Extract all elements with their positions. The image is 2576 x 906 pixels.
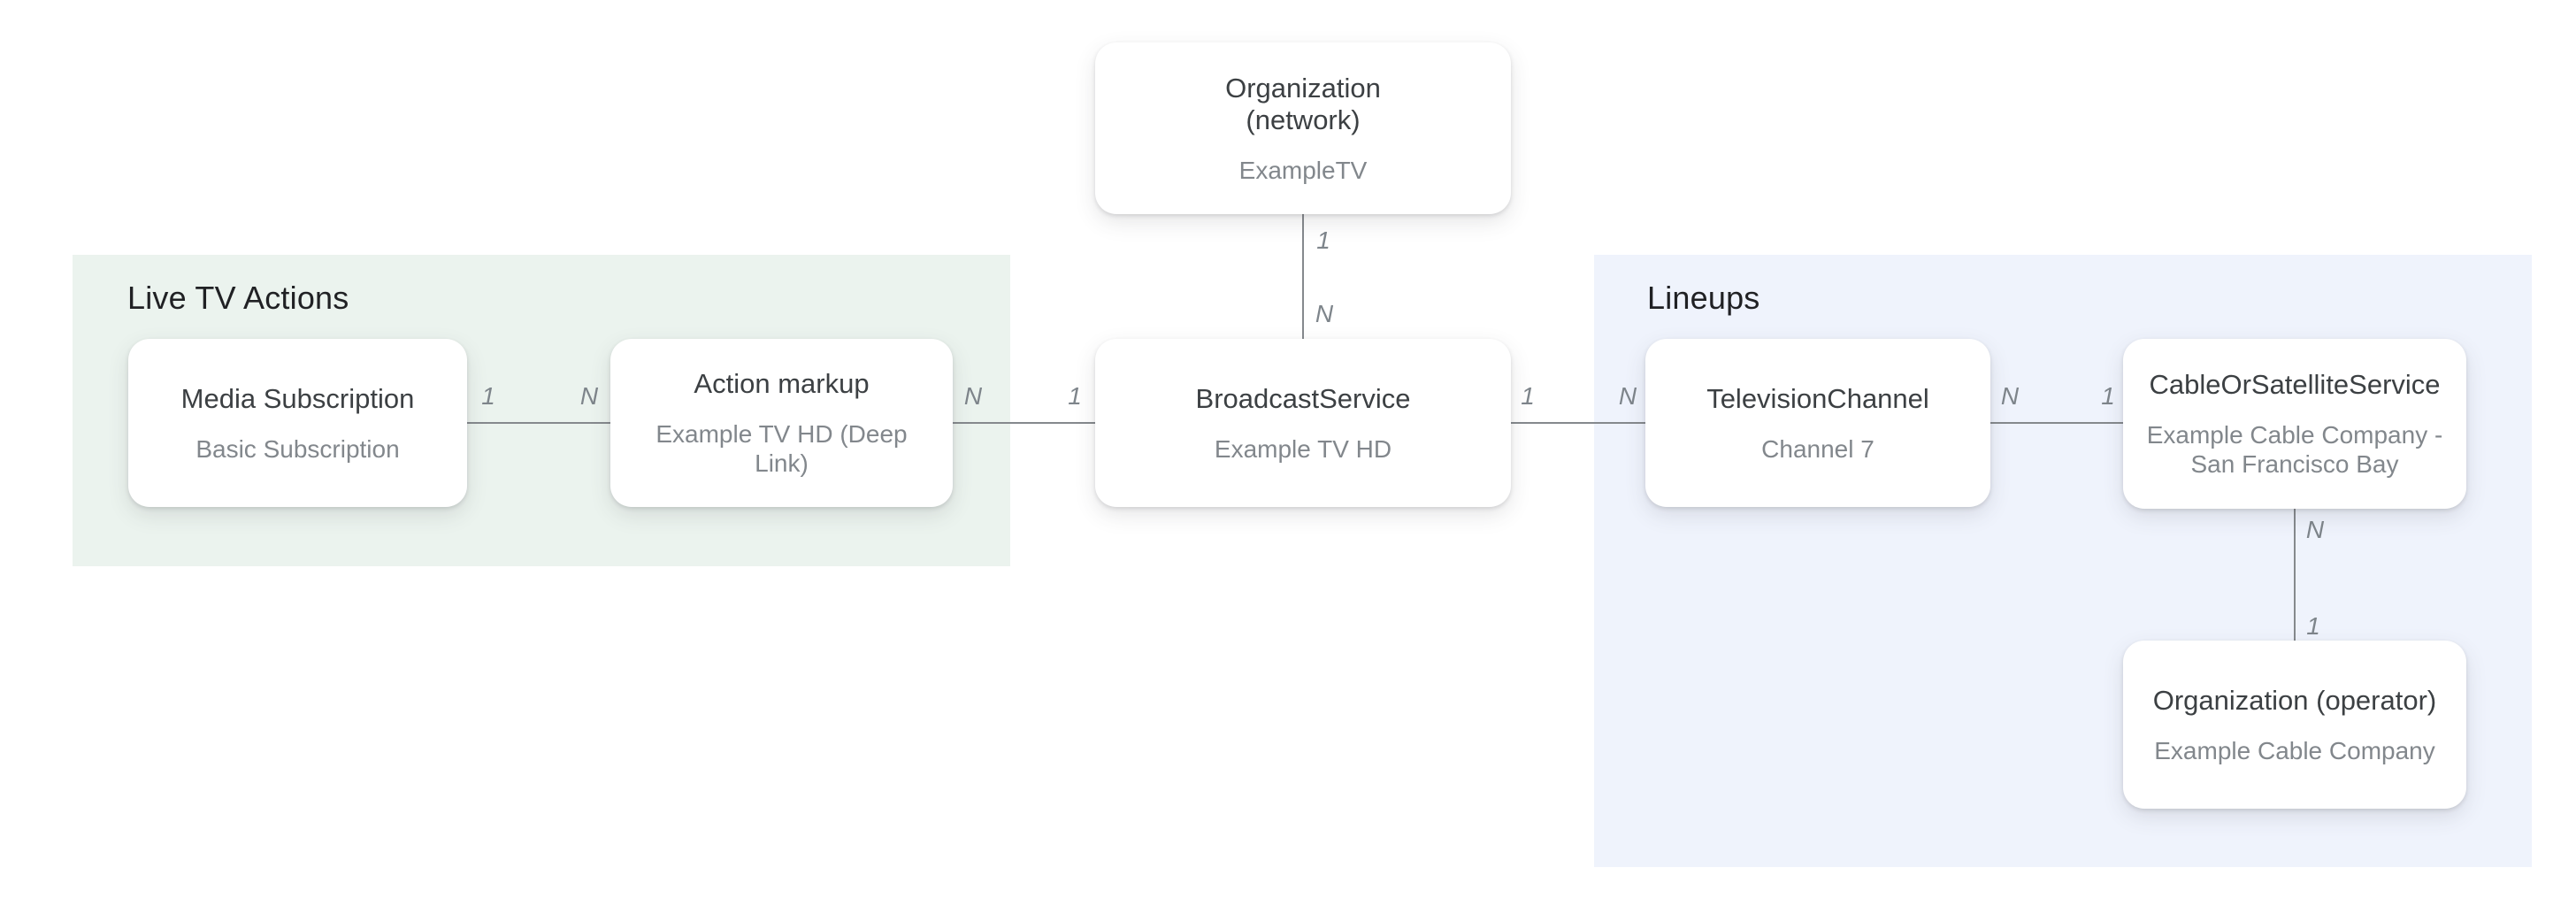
node-subtitle: Example Cable Company - San Francisco Ba… — [2146, 421, 2443, 478]
cardinality-label: 1 — [2101, 382, 2115, 410]
cardinality-label: 1 — [1068, 382, 1082, 410]
cardinality-label: N — [579, 382, 599, 410]
cardinality-label: N — [2305, 516, 2325, 543]
node-title: Action markup — [694, 368, 870, 399]
section-lineups-label: Lineups — [1647, 280, 1760, 316]
node-organization-network: Organization (network) ExampleTV — [1095, 42, 1511, 214]
cardinality-label: N — [1315, 300, 1334, 327]
edge-media-to-action — [467, 422, 610, 424]
node-title: BroadcastService — [1195, 382, 1411, 414]
node-subtitle: Channel 7 — [1761, 434, 1874, 463]
node-action-markup: Action markup Example TV HD (Deep Link) — [610, 339, 953, 507]
cardinality-label: N — [2000, 382, 2020, 410]
node-subtitle: ExampleTV — [1238, 156, 1368, 184]
edge-cable-to-operator — [2294, 507, 2296, 641]
node-title: CableOrSatelliteService — [2149, 369, 2441, 400]
node-media-subscription: Media Subscription Basic Subscription — [128, 339, 467, 507]
node-organization-operator: Organization (operator) Example Cable Co… — [2123, 641, 2466, 809]
cardinality-label: 1 — [2306, 612, 2320, 640]
node-title: Media Subscription — [180, 382, 415, 414]
cardinality-label: N — [963, 382, 983, 410]
node-title: Organization (network) — [1225, 72, 1381, 135]
edge-broadcast-to-television — [1511, 422, 1645, 424]
edge-network-to-broadcast — [1302, 214, 1304, 339]
node-subtitle: Basic Subscription — [196, 434, 400, 463]
node-broadcast-service: BroadcastService Example TV HD — [1095, 339, 1511, 507]
edge-television-to-cable — [1990, 422, 2123, 424]
node-subtitle: Example Cable Company — [2154, 736, 2435, 764]
node-cable-or-satellite-service: CableOrSatelliteService Example Cable Co… — [2123, 339, 2466, 509]
node-television-channel: TelevisionChannel Channel 7 — [1645, 339, 1990, 507]
cardinality-label: 1 — [1521, 382, 1535, 410]
node-subtitle: Example TV HD (Deep Link) — [656, 420, 908, 477]
cardinality-label: 1 — [481, 382, 495, 410]
cardinality-label: N — [1618, 382, 1637, 410]
cardinality-label: 1 — [1316, 226, 1330, 254]
edge-action-to-broadcast — [953, 422, 1095, 424]
node-title: Organization (operator) — [2152, 684, 2437, 716]
section-live-tv-actions-label: Live TV Actions — [127, 280, 349, 316]
node-title: TelevisionChannel — [1706, 382, 1929, 414]
node-subtitle: Example TV HD — [1214, 434, 1392, 463]
